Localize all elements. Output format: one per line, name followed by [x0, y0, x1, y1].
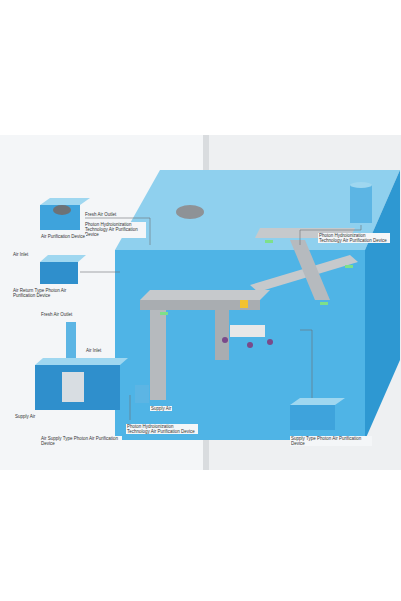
purifier-device — [40, 255, 86, 262]
callout-label: Supply Type Photon Air Purification Devi… — [290, 436, 372, 446]
callout-label: Air Supply Type Photon Air Purification … — [40, 436, 122, 446]
purifier-device — [290, 398, 345, 405]
purifier-device — [40, 205, 80, 230]
chair — [267, 339, 273, 345]
desk — [230, 325, 265, 337]
callout-label: Air Inlet — [85, 348, 102, 353]
purifier-device — [40, 198, 90, 205]
purifier-device — [40, 262, 78, 284]
air-handling-unit — [35, 365, 120, 410]
ahu-filter — [62, 372, 84, 402]
callout-label: Photon Hydroionization Technology Air Pu… — [318, 233, 390, 243]
purifier-tower — [350, 182, 372, 188]
diffuser — [345, 265, 353, 268]
cabinet — [240, 300, 248, 308]
purifier-tower — [66, 322, 76, 358]
air-handler — [150, 310, 166, 400]
diffuser — [265, 240, 273, 243]
chair — [247, 342, 253, 348]
callout-label: Supply Air — [150, 406, 172, 411]
callout-label: Air Purification Device — [40, 234, 86, 239]
leader-line — [85, 218, 150, 245]
fan — [53, 205, 71, 215]
purifier-device — [290, 405, 335, 430]
callout-label: Supply Air — [14, 414, 36, 419]
callout-label: Air Inlet — [12, 252, 29, 257]
air-handling-unit — [35, 358, 128, 365]
purifier-tower — [135, 385, 149, 403]
diffuser — [320, 302, 328, 305]
callout-label: Photon Hydroionization Technology Air Pu… — [84, 222, 146, 238]
duct — [215, 300, 229, 360]
building-top — [115, 170, 400, 250]
fan-unit — [176, 205, 204, 219]
leader-line — [130, 395, 131, 420]
building-front — [115, 250, 365, 440]
duct — [140, 300, 260, 310]
purifier-tower — [350, 185, 372, 223]
diffuser — [160, 312, 168, 315]
duct — [290, 240, 330, 300]
leader-line — [80, 272, 120, 273]
callout-label: Fresh Air Outlet — [40, 312, 73, 317]
callout-label: Photon Hydroionization Technology Air Pu… — [126, 424, 198, 434]
duct — [140, 290, 270, 300]
callout-label: Fresh Air Outlet — [84, 212, 117, 217]
chair — [222, 337, 228, 343]
callout-label: Air Return Type Photon Air Purification … — [12, 288, 84, 298]
leader-line — [300, 330, 312, 398]
